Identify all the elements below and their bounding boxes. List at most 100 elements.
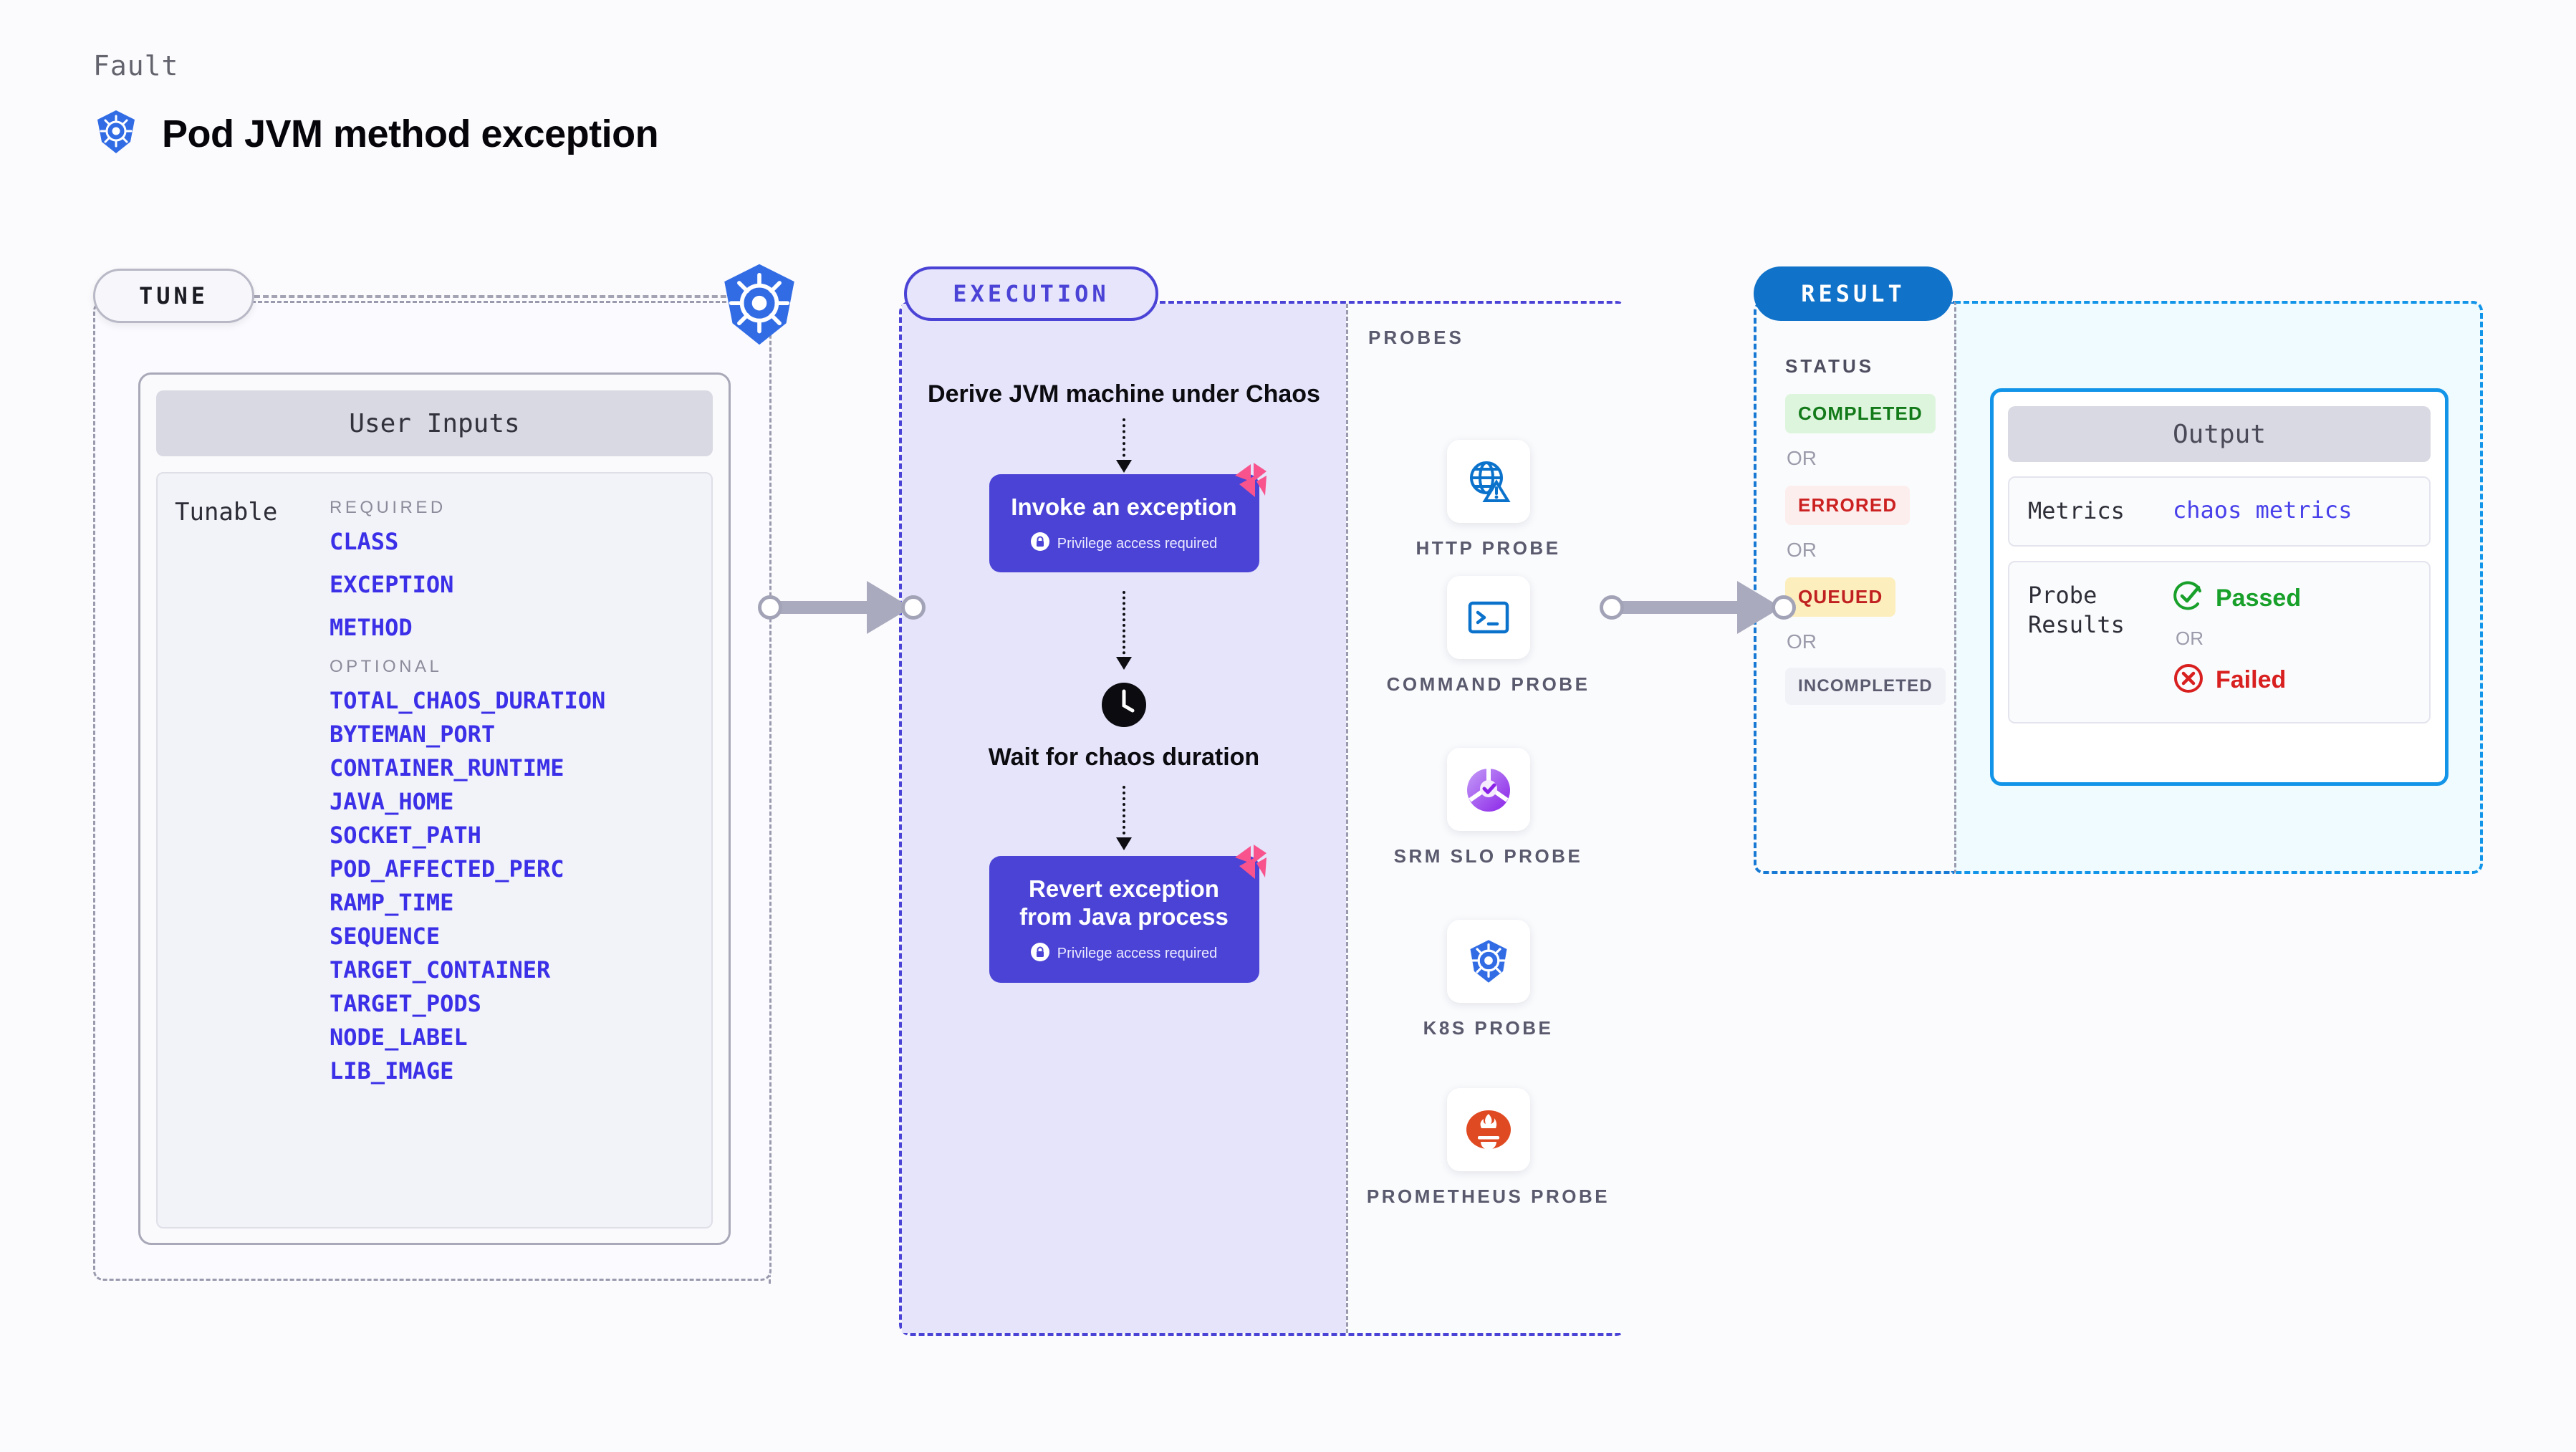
execution-flow: Derive JVM machine under Chaos Invoke an… (902, 379, 1346, 983)
param-item[interactable]: TARGET_PODS (330, 990, 481, 1017)
result-stage-pill[interactable]: RESULT (1754, 266, 1953, 321)
probe-item-srm-slo[interactable]: SRM SLO PROBE (1346, 748, 1630, 869)
execution-stage-pill[interactable]: EXECUTION (904, 266, 1158, 321)
param-item[interactable]: SEQUENCE (330, 923, 441, 950)
probe-result-passed: Passed (2173, 581, 2429, 616)
param-item[interactable]: JAVA_HOME (330, 788, 454, 815)
execution-pill-label: EXECUTION (953, 280, 1110, 307)
page-header: Fault Pod JVM method exception (93, 50, 659, 158)
derive-step-label: Derive JVM machine under Chaos (928, 380, 1320, 408)
required-heading: REQUIRED (330, 498, 446, 517)
flow-arrow-down (1116, 418, 1132, 474)
kubernetes-icon (716, 261, 802, 347)
tunable-section: Tunable REQUIRED CLASS EXCEPTION METHOD … (156, 472, 713, 1229)
probe-label: HTTP PROBE (1416, 537, 1561, 559)
probe-label: PROMETHEUS PROBE (1366, 1186, 1610, 1207)
lock-icon (1030, 532, 1049, 555)
param-item[interactable]: TARGET_CONTAINER (330, 956, 551, 984)
param-item[interactable]: RAMP_TIME (330, 889, 454, 916)
globe-warning-icon (1446, 440, 1530, 523)
privilege-note: Privilege access required (1004, 532, 1245, 555)
result-pill-label: RESULT (1801, 280, 1905, 307)
privilege-note-text: Privilege access required (1057, 946, 1218, 962)
tune-to-execution-arrow (752, 568, 931, 647)
probe-results-key: Probe Results (2028, 581, 2125, 639)
output-title: Output (2008, 406, 2431, 462)
param-item[interactable]: SOCKET_PATH (330, 822, 481, 849)
invoke-exception-title: Invoke an exception (1011, 493, 1237, 520)
tune-pill-label: TUNE (138, 282, 209, 309)
metrics-key: Metrics (2028, 497, 2125, 524)
invoke-exception-card[interactable]: Invoke an exception Privilege access req… (989, 462, 1267, 573)
user-inputs-card: User Inputs Tunable REQUIRED CLASS EXCEP… (138, 372, 731, 1245)
fault-label: Fault (93, 50, 179, 82)
probe-item-prometheus[interactable]: PROMETHEUS PROBE (1346, 1088, 1630, 1209)
kubernetes-icon (93, 109, 139, 158)
tune-stage-pill[interactable]: TUNE (93, 269, 254, 323)
param-item[interactable]: TOTAL_CHAOS_DURATION (330, 687, 606, 714)
probe-label: SRM SLO PROBE (1393, 845, 1583, 867)
failed-label: Failed (2216, 665, 2287, 693)
or-separator: OR (2176, 627, 2203, 649)
revert-exception-card[interactable]: Revert exception from Java process Privi… (989, 844, 1267, 983)
lock-icon (1030, 942, 1049, 966)
probe-item-command[interactable]: COMMAND PROBE (1346, 576, 1630, 697)
optional-params-list: TOTAL_CHAOS_DURATION BYTEMAN_PORT CONTAI… (330, 687, 711, 1085)
probe-results-row: Probe Results Passed OR (2008, 560, 2431, 723)
param-item[interactable]: CONTAINER_RUNTIME (330, 754, 564, 782)
litmus-flag-icon (1229, 460, 1271, 501)
privilege-note: Privilege access required (1004, 942, 1245, 966)
output-card: Output Metrics chaos metrics Probe Resul… (1990, 388, 2448, 786)
terminal-icon (1446, 576, 1530, 659)
clock-icon (1100, 681, 1148, 732)
or-separator: OR (1787, 447, 1817, 469)
passed-label: Passed (2216, 584, 2302, 612)
status-heading: STATUS (1785, 355, 1875, 377)
optional-heading: OPTIONAL (330, 657, 443, 676)
privilege-note-text: Privilege access required (1057, 535, 1218, 552)
litmus-flag-icon (1229, 842, 1271, 883)
execution-to-result-arrow (1594, 568, 1802, 647)
tune-panel: User Inputs Tunable REQUIRED CLASS EXCEP… (93, 301, 772, 1281)
wait-step-label: Wait for chaos duration (988, 744, 1260, 771)
status-badge-incompleted: INCOMPLETED (1785, 668, 1946, 705)
status-badge-errored: ERRORED (1785, 486, 1911, 525)
probe-label: K8S PROBE (1423, 1017, 1554, 1039)
tune-connector-dashed-line (254, 295, 752, 298)
kubernetes-icon (1446, 920, 1530, 1003)
clock-icon-wrapper (902, 681, 1346, 732)
revert-exception-title: Revert exception from Java process (1019, 875, 1229, 931)
page-title: Pod JVM method exception (162, 112, 659, 155)
param-item[interactable]: EXCEPTION (330, 571, 454, 598)
metrics-value[interactable]: chaos metrics (2173, 496, 2352, 524)
param-item[interactable]: METHOD (330, 614, 413, 641)
probe-item-http[interactable]: HTTP PROBE (1346, 440, 1630, 561)
user-inputs-title: User Inputs (156, 390, 713, 456)
probe-label: COMMAND PROBE (1386, 673, 1590, 695)
x-circle-icon (2173, 663, 2204, 698)
check-circle-icon (2173, 581, 2204, 616)
status-badge-queued: QUEUED (1785, 577, 1896, 617)
flow-arrow-down (1116, 785, 1132, 856)
param-item[interactable]: CLASS (330, 528, 399, 555)
execution-panel: PROBES Derive JVM machine under Chaos In… (899, 301, 1630, 1336)
probes-heading: PROBES (1368, 327, 1464, 348)
param-item[interactable]: BYTEMAN_PORT (330, 721, 496, 748)
title-row: Pod JVM method exception (93, 109, 659, 158)
or-separator: OR (1787, 630, 1817, 653)
prometheus-icon (1446, 1088, 1530, 1171)
or-separator: OR (1787, 539, 1817, 561)
flow-arrow-down (1116, 591, 1132, 677)
probe-item-k8s[interactable]: K8S PROBE (1346, 920, 1630, 1041)
srm-slo-icon (1446, 748, 1530, 831)
param-item[interactable]: POD_AFFECTED_PERC (330, 855, 564, 883)
probe-results-values: Passed OR Failed (2173, 581, 2429, 698)
metrics-row: Metrics chaos metrics (2008, 476, 2431, 547)
param-item[interactable]: NODE_LABEL (330, 1024, 468, 1051)
result-panel: STATUS COMPLETED OR ERRORED OR QUEUED OR… (1754, 301, 2483, 874)
probe-result-failed: Failed (2173, 663, 2429, 698)
tunable-label: Tunable (175, 498, 278, 527)
required-params-list: CLASS EXCEPTION METHOD (330, 528, 711, 641)
status-badge-completed: COMPLETED (1785, 394, 1936, 433)
param-item[interactable]: LIB_IMAGE (330, 1057, 454, 1085)
